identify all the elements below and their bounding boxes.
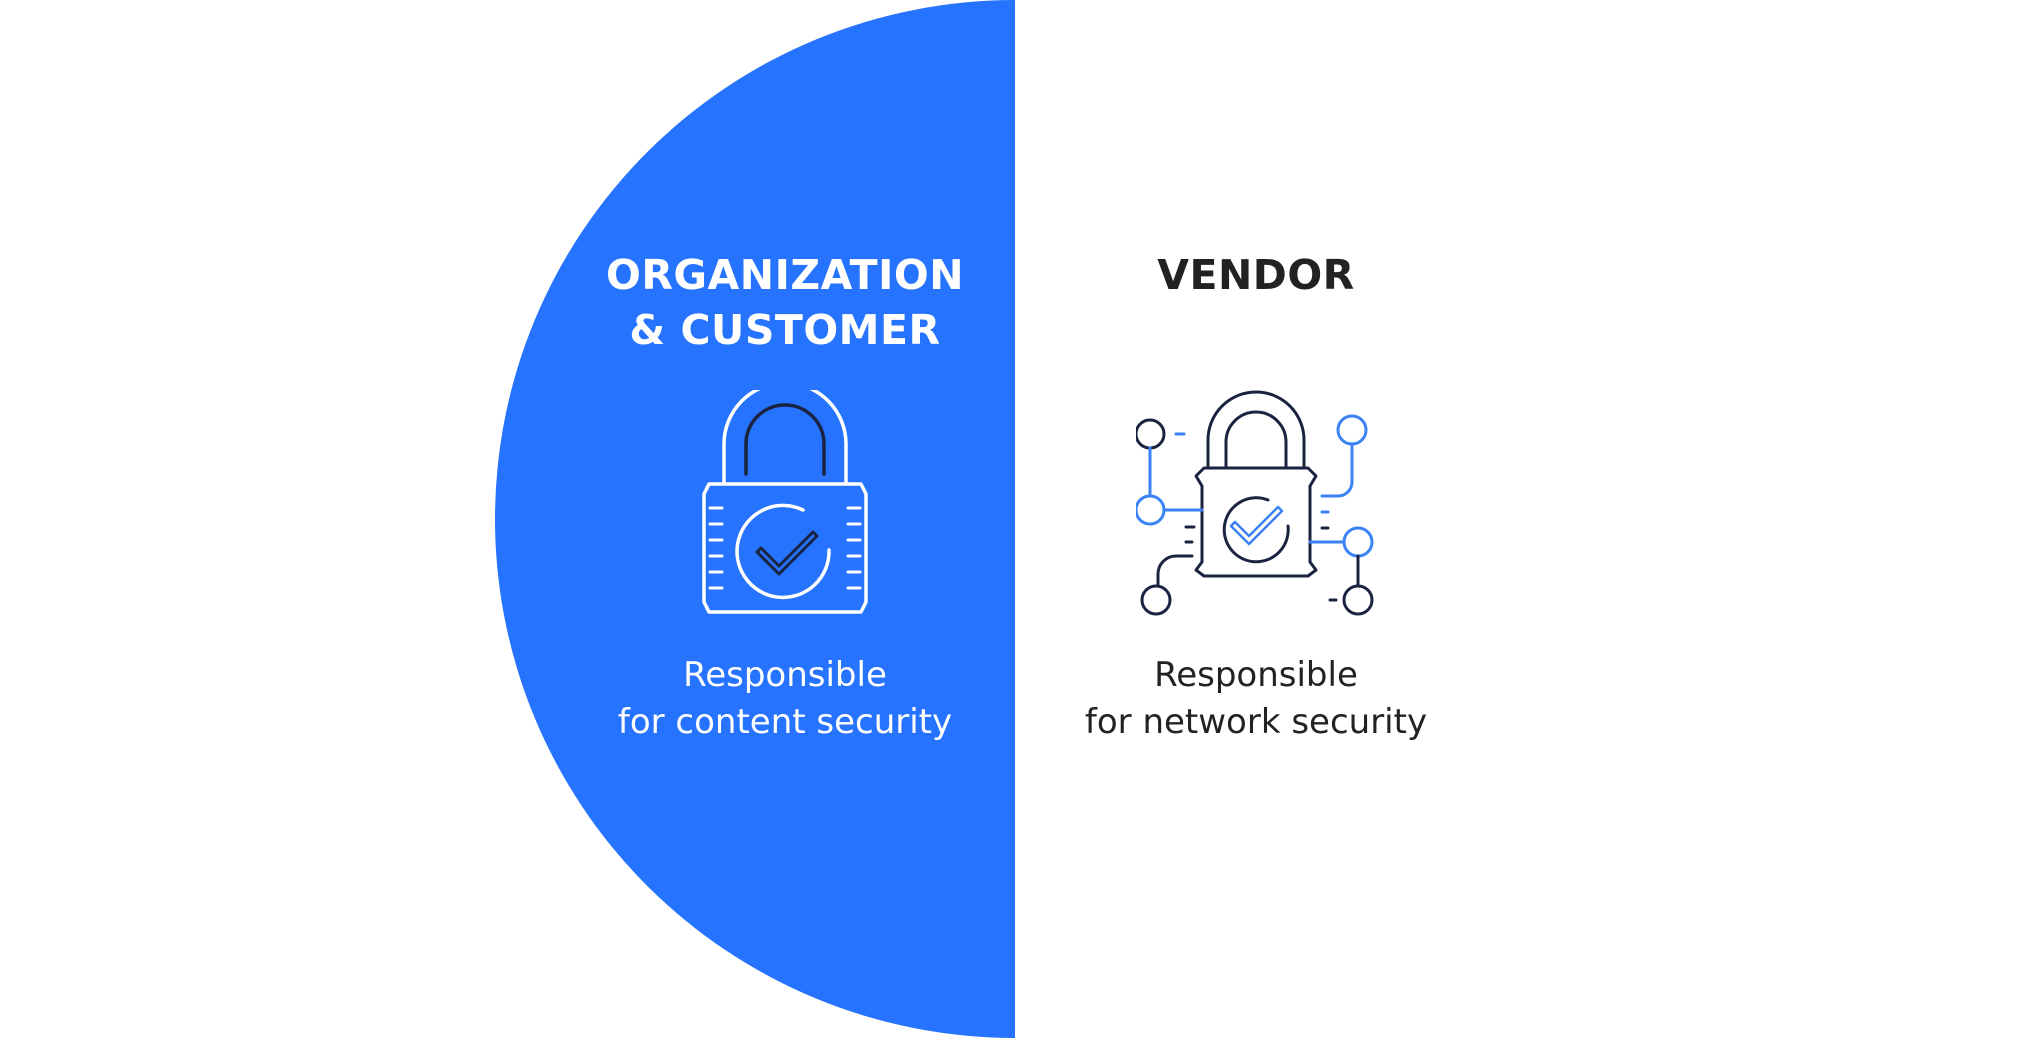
description-line-2: for content security bbox=[617, 702, 953, 742]
vendor-description: Responsible for network security bbox=[1026, 652, 1486, 746]
description-line-2: for network security bbox=[1084, 702, 1428, 742]
description-line-1: Responsible bbox=[1154, 655, 1358, 695]
organization-customer-description: Responsible for content security bbox=[555, 652, 1015, 746]
description-line-1: Responsible bbox=[683, 655, 887, 695]
network-padlock-check-icon bbox=[1134, 390, 1376, 624]
padlock-check-icon bbox=[695, 381, 875, 624]
organization-customer-heading: ORGANIZATION & CUSTOMER bbox=[605, 251, 965, 354]
vendor-heading: VENDOR bbox=[1157, 251, 1355, 299]
